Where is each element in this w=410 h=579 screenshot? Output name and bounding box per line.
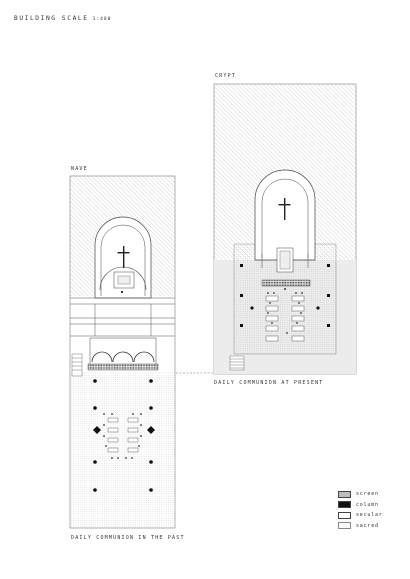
screen-swatch	[338, 490, 351, 498]
nave-plan	[69, 175, 176, 529]
scale-text: 1:400	[92, 17, 112, 22]
legend-item-column: column	[338, 500, 383, 511]
sacred-swatch	[338, 522, 351, 530]
legend-label: sacred	[356, 522, 379, 529]
nave-screen	[87, 363, 159, 371]
legend-label: column	[356, 501, 379, 508]
nave-cross	[123, 246, 125, 268]
crypt-plan	[213, 83, 357, 375]
present-label: DAILY COMMUNION AT PRESENT	[214, 380, 324, 386]
legend-item-sacred: sacred	[338, 521, 383, 532]
crypt-cross	[284, 198, 286, 220]
legend-label: screen	[356, 491, 379, 498]
column-swatch	[338, 501, 351, 509]
legend-label: secular	[356, 512, 383, 519]
title-text: BUILDING SCALE	[14, 15, 89, 22]
crypt-screen	[261, 279, 311, 287]
legend-item-screen: screen	[338, 489, 383, 500]
legend: screen column secular sacred	[338, 489, 383, 531]
past-label: DAILY COMMUNION IN THE PAST	[71, 535, 185, 541]
crypt-label: CRYPT	[215, 73, 237, 79]
legend-item-secular: secular	[338, 510, 383, 521]
secular-swatch	[338, 511, 351, 519]
nave-label: NAVE	[71, 166, 88, 172]
